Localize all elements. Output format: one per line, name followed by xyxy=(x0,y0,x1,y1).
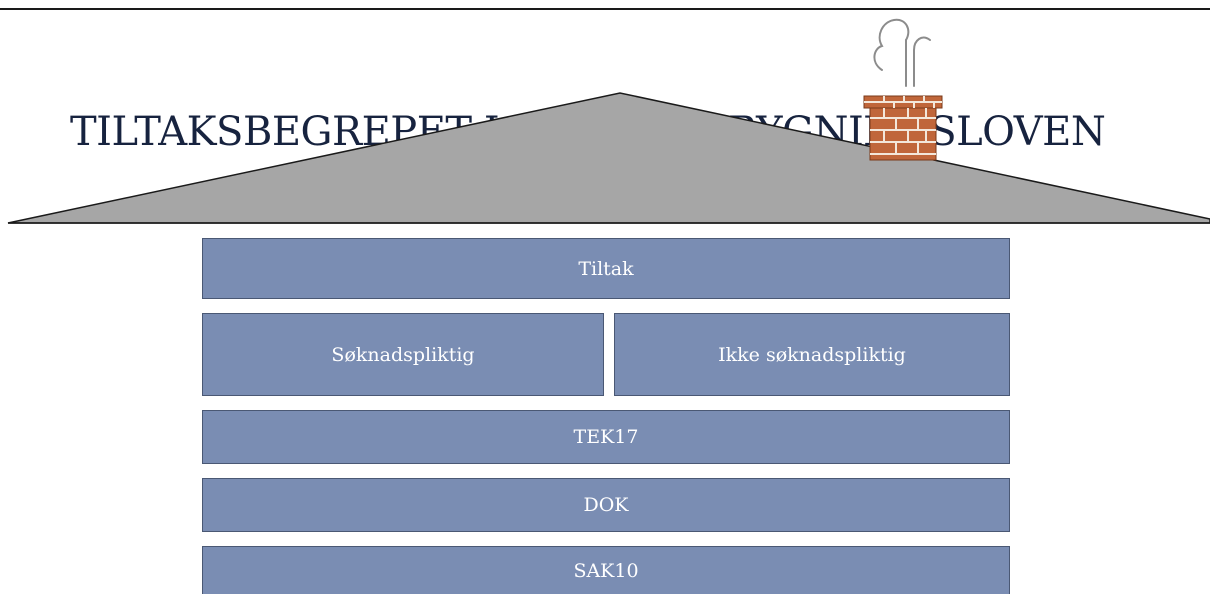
box-soknadspliktig: Søknadspliktig xyxy=(202,313,604,396)
smoke-icon xyxy=(873,18,931,87)
box-tiltak: Tiltak xyxy=(202,238,1010,299)
top-rule xyxy=(0,8,1210,10)
box-dok: DOK xyxy=(202,478,1010,532)
box-ikke-soknadspliktig: Ikke søknadspliktig xyxy=(614,313,1010,396)
box-tek17: TEK17 xyxy=(202,410,1010,464)
box-sak10: SAK10 xyxy=(202,546,1010,594)
roof xyxy=(7,92,1210,224)
chimney-icon xyxy=(863,95,943,161)
